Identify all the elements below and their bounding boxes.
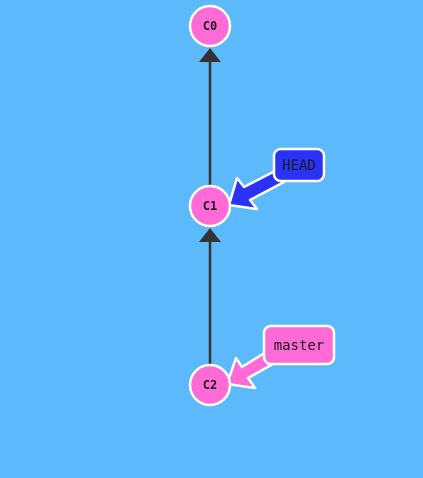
edges-layer bbox=[199, 48, 221, 364]
commit-c1[interactable]: C1 bbox=[188, 184, 232, 228]
arrowhead-c0 bbox=[199, 48, 221, 62]
commits-layer: C0 C1 C2 bbox=[188, 4, 232, 407]
commit-node-c2[interactable] bbox=[188, 363, 232, 407]
commit-c2[interactable]: C2 bbox=[188, 363, 232, 407]
head-ref-label: HEAD bbox=[282, 158, 316, 174]
refs-layer: HEAD master bbox=[225, 147, 336, 390]
commit-c0[interactable]: C0 bbox=[188, 4, 232, 48]
head-ref-box[interactable] bbox=[272, 147, 326, 183]
commit-label-c0: C0 bbox=[203, 19, 217, 33]
commit-label-c2: C2 bbox=[203, 378, 217, 392]
master-pointer-arrow bbox=[225, 350, 275, 390]
arrowhead-c1 bbox=[199, 228, 221, 242]
commit-label-c1: C1 bbox=[203, 199, 217, 213]
master-branch-box[interactable] bbox=[262, 324, 336, 366]
commit-node-c1[interactable] bbox=[188, 184, 232, 228]
head-pointer-arrow bbox=[227, 168, 286, 211]
commit-node-c0[interactable] bbox=[188, 4, 232, 48]
master-branch-label: master bbox=[274, 338, 325, 354]
